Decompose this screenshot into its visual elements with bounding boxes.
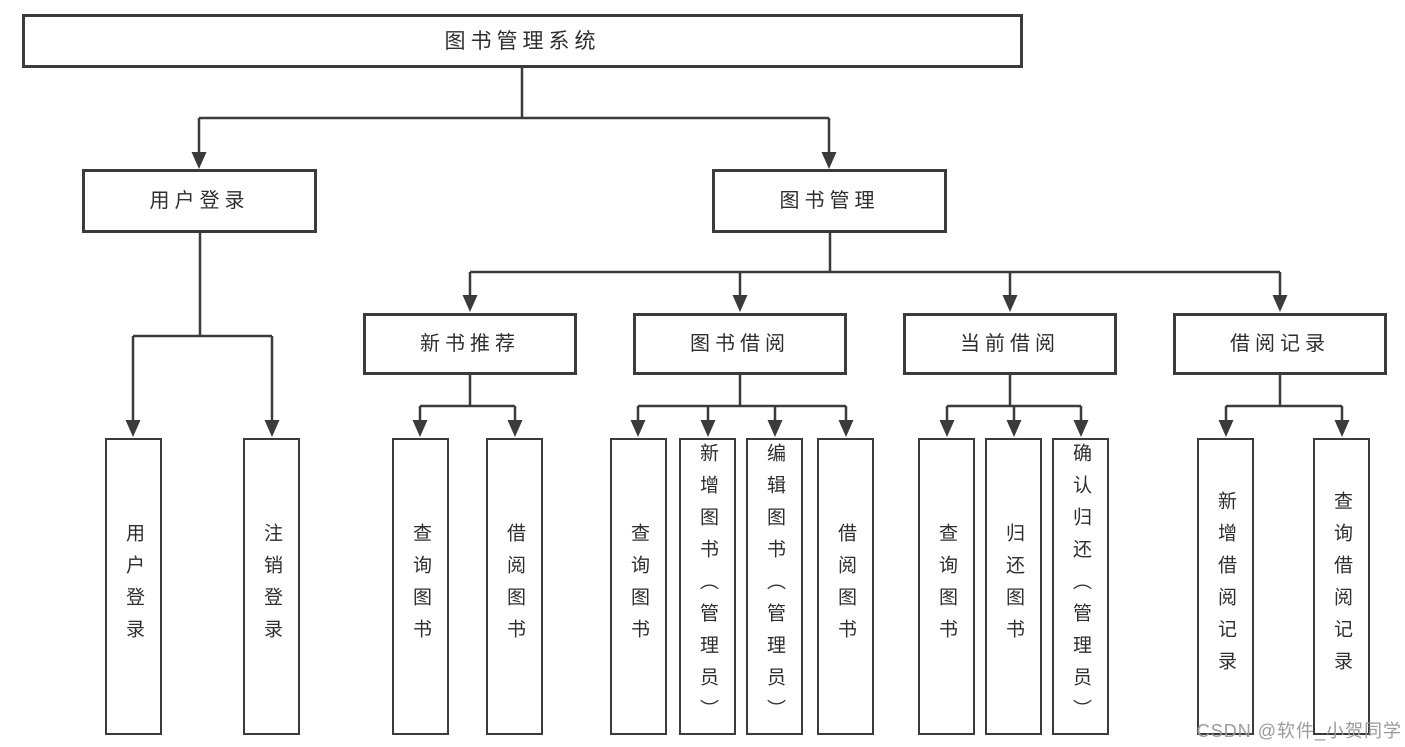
arrowheads	[125, 152, 1350, 437]
connector-new-book-rec-to-leaves	[418, 375, 517, 421]
leaf-return-books: 归还图书	[985, 438, 1042, 735]
leaf-borrow-books-recommendation: 借阅图书	[486, 438, 543, 735]
node-borrowing-records: 借阅记录	[1173, 313, 1387, 375]
connector-book-borrow-to-leaves	[636, 375, 848, 421]
leaf-borrow-books-borrowing: 借阅图书	[817, 438, 874, 735]
leaf-query-books-current: 查询图书	[918, 438, 975, 735]
leaf-edit-books-admin: 编辑图书（管理员）	[746, 438, 803, 735]
connector-current-borrow-to-leaves	[945, 375, 1083, 421]
connector-book-mgmt-to-level3	[468, 233, 1282, 296]
connector-root-to-level2	[197, 68, 831, 155]
node-new-book-recommendation: 新书推荐	[363, 313, 577, 375]
node-root-library-system: 图书管理系统	[22, 14, 1023, 68]
node-user-login: 用户登录	[82, 169, 317, 233]
connector-borrow-records-to-leaves	[1224, 375, 1344, 421]
leaf-logout: 注销登录	[243, 438, 300, 735]
csdn-watermark: CSDN @软件_小贺同学	[1196, 721, 1402, 741]
node-current-borrowing: 当前借阅	[903, 313, 1117, 375]
leaf-add-borrow-record: 新增借阅记录	[1197, 438, 1254, 735]
leaf-query-books-recommendation: 查询图书	[392, 438, 449, 735]
leaf-query-books-borrowing: 查询图书	[610, 438, 667, 735]
leaf-query-borrow-record: 查询借阅记录	[1313, 438, 1370, 735]
leaf-user-login: 用户登录	[105, 438, 162, 735]
node-book-borrowing: 图书借阅	[633, 313, 847, 375]
leaf-add-books-admin: 新增图书（管理员）	[679, 438, 736, 735]
node-book-management: 图书管理	[712, 169, 947, 233]
leaf-confirm-return-admin: 确认归还（管理员）	[1052, 438, 1109, 735]
connector-user-login-to-leaves	[131, 233, 274, 421]
